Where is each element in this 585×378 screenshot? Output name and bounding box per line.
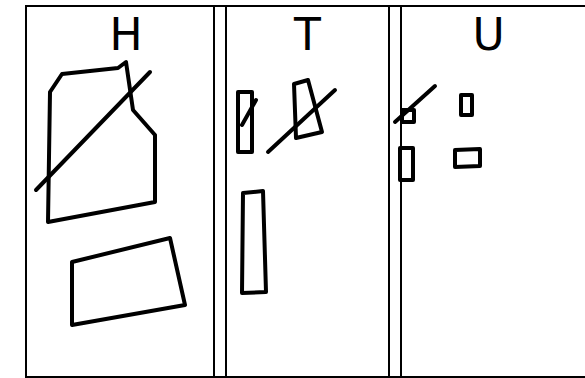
ten-rod	[242, 191, 266, 293]
column-heading: T	[215, 11, 400, 59]
unit-cube	[455, 149, 480, 167]
cross-out-line	[242, 100, 256, 125]
unit-cube	[461, 95, 472, 115]
hundred-flat	[72, 238, 185, 325]
place-value-column: T	[213, 5, 402, 378]
column-heading: U	[390, 11, 585, 59]
cross-out-line	[36, 72, 150, 190]
cross-out-line	[268, 90, 335, 152]
place-value-column: U	[388, 5, 585, 378]
place-value-column: H	[25, 5, 227, 378]
ten-rod	[294, 80, 322, 138]
column-heading: H	[27, 11, 225, 59]
